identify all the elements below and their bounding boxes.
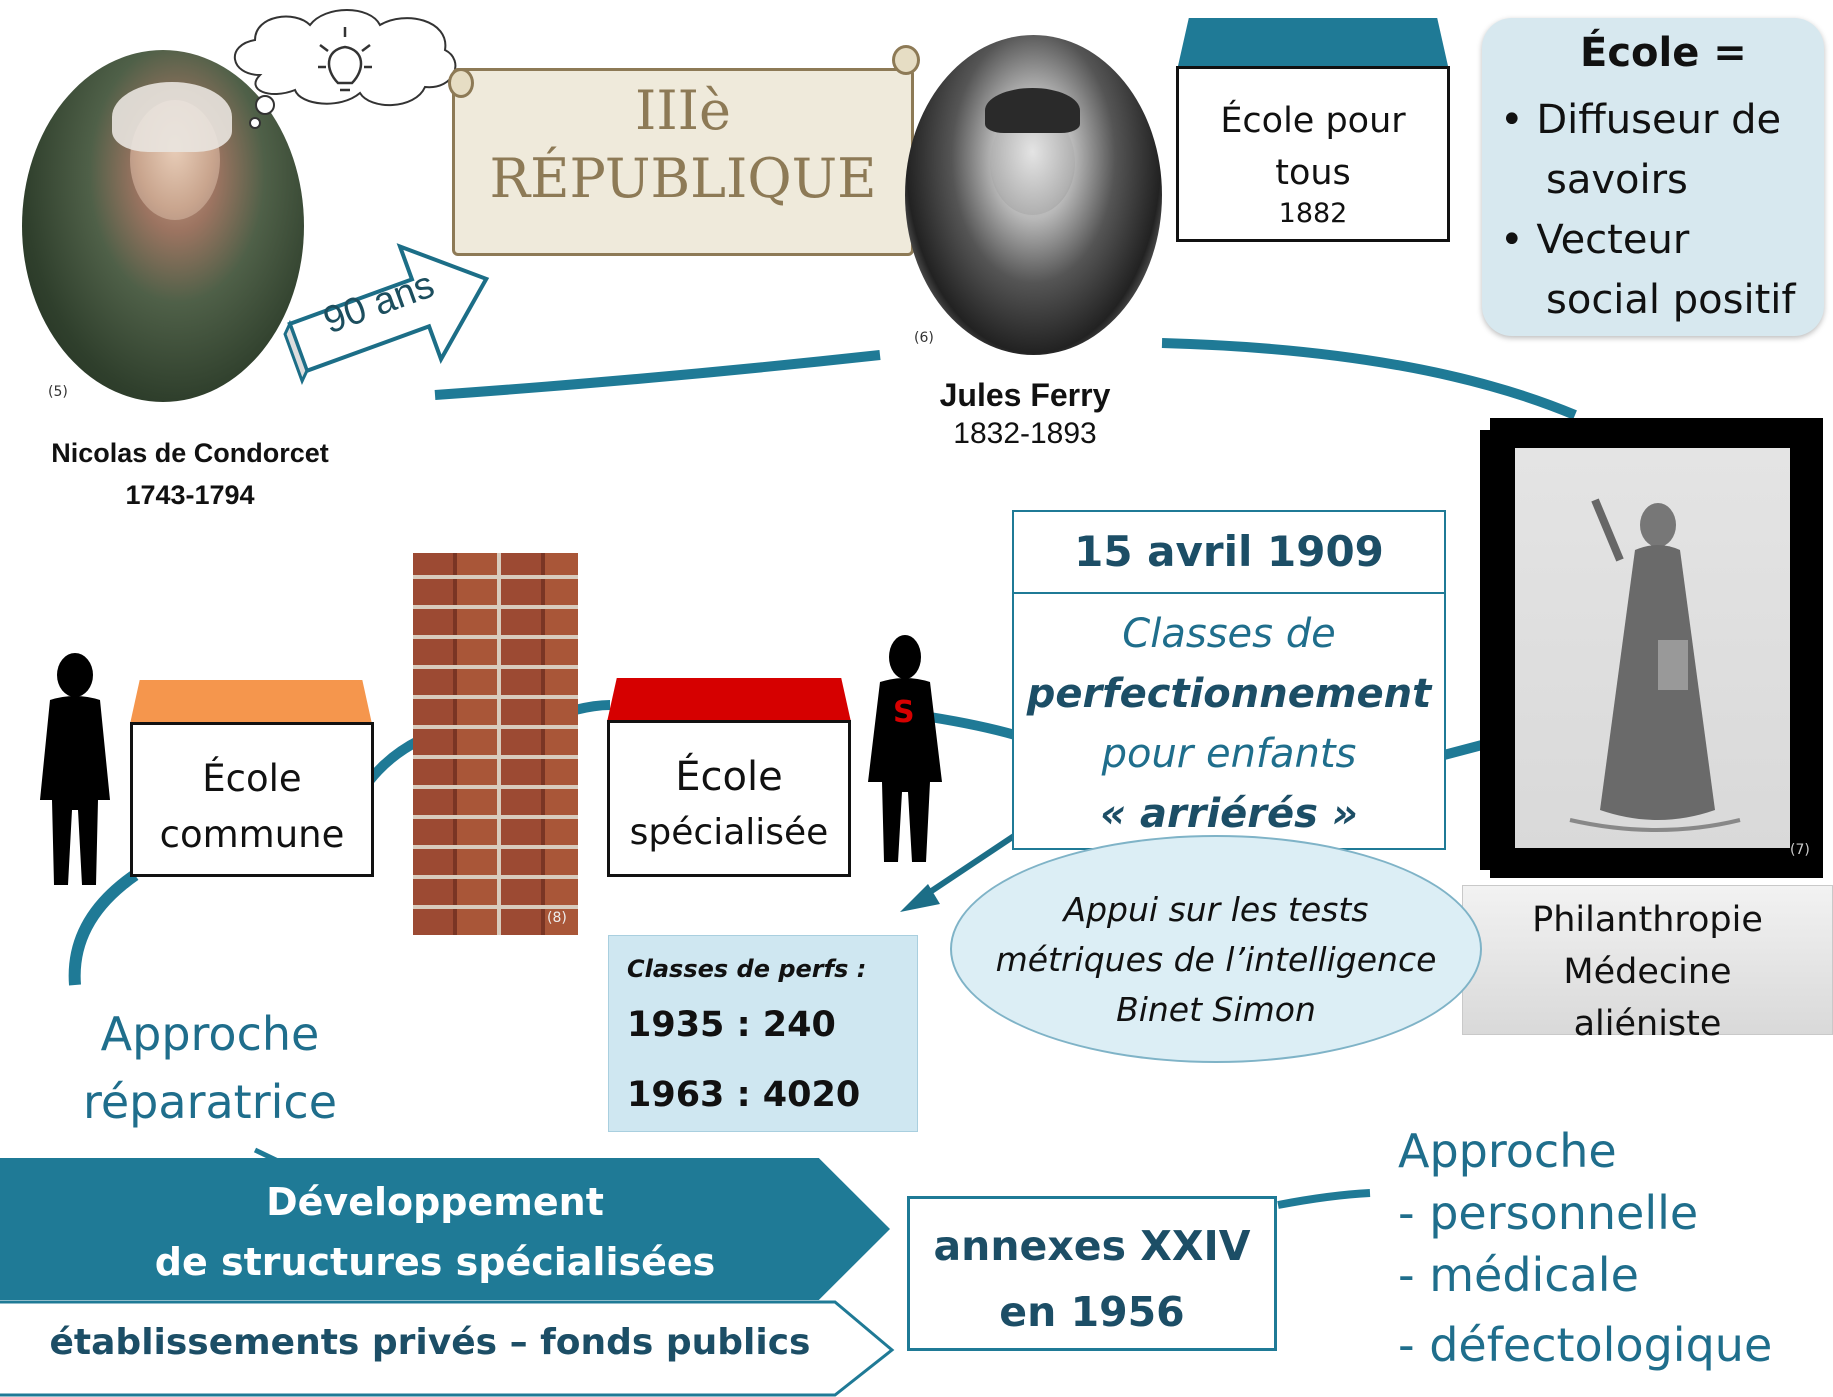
approche-rep-line1: Approche (100, 1007, 320, 1061)
ecole-def-item1-cont: savoirs (1546, 157, 1688, 203)
brick-credit: (8) (547, 910, 567, 926)
connector-specialisee-date (929, 712, 1017, 740)
republic-line1: IIIè (635, 79, 731, 142)
date-box-line1: Classes de (1122, 611, 1336, 657)
arrow-head (900, 884, 940, 912)
tests-line2: métriques de l’intelligence (995, 940, 1437, 979)
date-box-header: 15 avril 1909 (1012, 510, 1446, 594)
bullet-icon: • (1500, 217, 1537, 263)
condorcet-wig (112, 82, 232, 152)
ecole-def-item1: • Diffuseur de (1500, 90, 1795, 150)
ecole-pour-tous-roof (1178, 18, 1448, 66)
ferry-dates: 1832-1893 (953, 417, 1097, 450)
ecole-def-item2: • Vecteur (1500, 210, 1795, 270)
date-box-date: 15 avril 1909 (1074, 527, 1384, 576)
condorcet-credit: (5) (48, 384, 68, 400)
bullet-icon: • (1500, 97, 1537, 143)
person-silhouette-left (40, 653, 110, 885)
arrow-90-ans (283, 243, 490, 385)
ecole-commune-line2: commune (159, 813, 345, 856)
connector-annexes-approche (1277, 1189, 1371, 1209)
ecole-def-item2a: Vecteur (1536, 217, 1690, 263)
developpement-line1: Développement (266, 1180, 604, 1224)
republic-scroll-curl-right (892, 45, 920, 75)
brick-wall (413, 553, 578, 935)
lightbulb-icon (318, 27, 372, 92)
republic-line2: RÉPUBLIQUE (489, 147, 877, 210)
approche-pers-item1: - personnelle (1398, 1186, 1699, 1240)
ecole-specialisee-line2: spécialisée (629, 812, 829, 853)
date-box-line2: perfectionnement (1026, 671, 1432, 717)
engraving-credit: (7) (1790, 842, 1810, 858)
tests-line3: Binet Simon (1116, 990, 1316, 1029)
tests-line1: Appui sur les tests (1063, 890, 1369, 929)
tests-ellipse (950, 835, 1482, 1063)
thought-bubble (234, 9, 457, 129)
ferry-caption: Jules Ferry 1832-1893 (880, 375, 1170, 453)
annexes-line1: annexes XXIV (933, 1222, 1251, 1270)
developpement-banner (0, 1158, 890, 1300)
engraving-figure (1569, 498, 1741, 832)
connector-approche-curve (68, 870, 139, 986)
philanthropy-box: Philanthropie Médecine aliéniste (1462, 885, 1833, 1044)
s-letter: S (893, 695, 915, 730)
date-box-line3: pour enfants (1101, 731, 1357, 777)
approche-rep-line2: réparatrice (82, 1075, 337, 1129)
approche-pers-title: Approche (1398, 1124, 1617, 1178)
approche-personnelle: Approche - personnelle - médicale - défe… (1398, 1120, 1772, 1376)
philanthropy-line1: Philanthropie (1532, 900, 1763, 940)
ecole-definition-box (1482, 18, 1824, 336)
developpement-text: Développement de structures spécialisées (0, 1172, 870, 1292)
condorcet-name: Nicolas de Condorcet 1743-1794 (0, 432, 380, 516)
date-box-body: Classes de perfectionnement pour enfants… (1012, 604, 1446, 844)
ecole-specialisee-box: École spécialisée (607, 720, 851, 877)
perfs-title: Classes de perfs : (627, 955, 867, 983)
ecole-def-item2-cont: social positif (1546, 277, 1796, 323)
republic-title: IIIè RÉPUBLIQUE (452, 78, 914, 214)
ferry-hair (985, 88, 1080, 133)
ecole-definition-title: École = (1580, 30, 1747, 76)
approche-reparatrice: Approche réparatrice (60, 1000, 360, 1136)
annexes-line2: en 1956 (999, 1288, 1185, 1336)
perfs-row2: 1963 : 4020 (627, 1075, 861, 1115)
ecole-specialisee-roof (607, 678, 851, 722)
ecole-specialisee-line1: École (675, 754, 783, 800)
ecole-pour-tous-year: 1882 (1278, 198, 1348, 229)
perfs-row1: 1935 : 240 (627, 1005, 836, 1045)
condorcet-dates: 1743-1794 (125, 480, 255, 510)
etablissements-text: établissements privés – fonds publics (49, 1322, 811, 1363)
connector-ferry-engraving (1161, 338, 1577, 420)
ecole-commune-roof (130, 680, 372, 724)
ecole-pour-tous-box: École pour tous 1882 (1176, 66, 1450, 242)
annexes-box: annexes XXIV en 1956 (907, 1196, 1277, 1351)
connector-brick-specialisee (573, 700, 611, 715)
connector-condorcet-ferry (434, 350, 881, 400)
date-box-line4: « arriérés » (1100, 791, 1358, 837)
republic-scroll-curl-left (448, 68, 474, 98)
philanthropy-line2: Médecine (1563, 952, 1732, 992)
approche-pers-item2: - médicale (1398, 1248, 1639, 1302)
ecole-commune-line1: École (202, 757, 302, 800)
approche-pers-item3: - défectologique (1398, 1318, 1773, 1372)
ecole-def-item1a: Diffuseur de (1536, 97, 1782, 143)
person-silhouette-right (868, 635, 942, 862)
perfs-box: Classes de perfs : 1935 : 240 1963 : 402… (608, 935, 918, 1132)
connector-date-engraving (1442, 740, 1484, 760)
etablissements-arrow (0, 1300, 895, 1397)
ecole-definition-list: • Diffuseur de savoirs • Vecteur social … (1500, 90, 1795, 330)
republic-scroll (452, 68, 914, 256)
philanthropy-line3: aliéniste (1573, 1004, 1722, 1044)
date-box (1012, 510, 1446, 850)
developpement-line2: de structures spécialisées (154, 1240, 716, 1284)
ecole-pour-tous-line1: École pour (1220, 101, 1406, 141)
ferry-name: Jules Ferry (939, 377, 1111, 413)
condorcet-name-text: Nicolas de Condorcet (51, 438, 329, 468)
ecole-commune-box: École commune (130, 722, 374, 877)
ecole-pour-tous-line2: tous (1275, 153, 1351, 193)
ferry-credit: (6) (914, 330, 934, 346)
tests-text: Appui sur les tests métriques de l’intel… (970, 885, 1462, 1035)
